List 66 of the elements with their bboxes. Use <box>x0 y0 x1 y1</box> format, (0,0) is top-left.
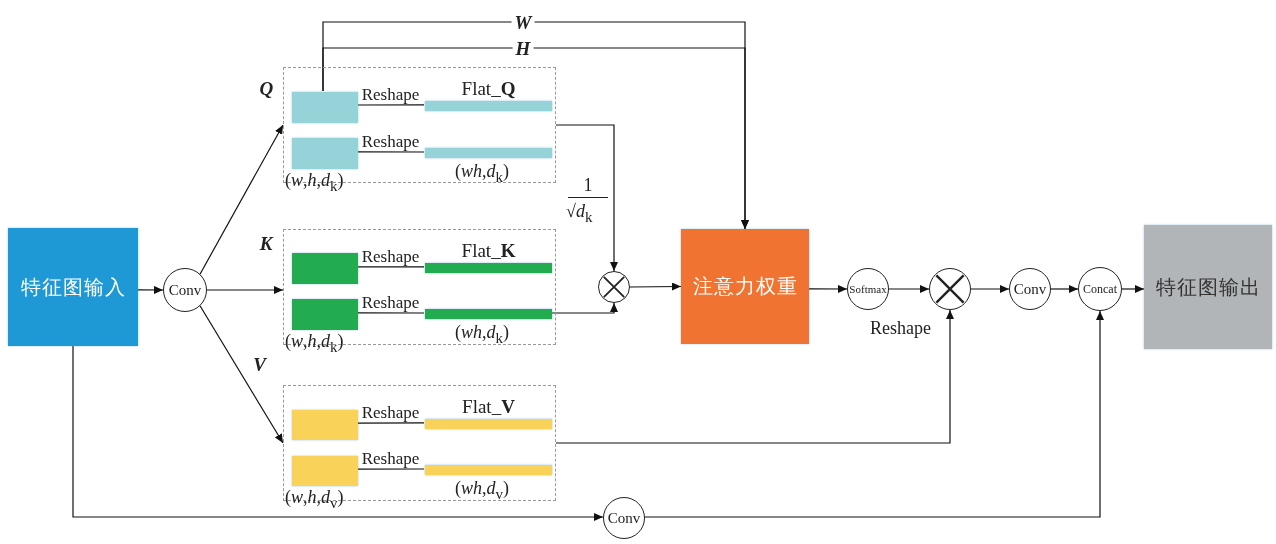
multiply-circle <box>598 271 630 303</box>
circle-label: Softmax <box>849 283 887 295</box>
circle-label: Concat <box>1083 283 1117 295</box>
feature-map-block <box>292 299 358 330</box>
arrow <box>970 285 1010 293</box>
arrow <box>550 302 618 314</box>
arrow <box>206 286 284 294</box>
scale-denominator: √d$_{k}$ <box>566 202 593 225</box>
edge-label: Reshape <box>361 293 420 311</box>
connector-line <box>356 422 425 424</box>
operation-circle <box>163 268 207 312</box>
dimension-label: (wh,d$_{k}$) <box>455 162 509 185</box>
edge-label: Reshape <box>361 449 420 467</box>
arrow <box>137 285 164 294</box>
scale-numerator: 1 <box>568 176 608 198</box>
dimension-label: (w,h,d$_{k}$) <box>285 332 344 355</box>
dimension-label: (wh,d$_{k}$) <box>455 323 509 346</box>
operation-circle <box>603 497 645 539</box>
multiply-circle <box>929 268 971 310</box>
arrow <box>1121 285 1145 293</box>
dimension-label: (w,h,d$_{v}$) <box>285 488 344 511</box>
arrow <box>644 310 1104 518</box>
operation-circle <box>847 268 889 310</box>
arrow <box>555 309 954 444</box>
arrow <box>888 285 930 293</box>
edge-label: Reshape <box>361 247 420 265</box>
flat-feature-bar <box>425 148 552 158</box>
dimension-label: (wh,d$_{v}$) <box>455 479 509 502</box>
bar-heading: Flat_V <box>461 397 516 417</box>
input-feature-box <box>8 228 138 346</box>
bar-heading: Flat_K <box>460 241 517 261</box>
connector-line <box>356 266 425 268</box>
arrow <box>555 124 618 272</box>
arrow <box>808 284 848 293</box>
arrow <box>199 124 284 275</box>
feature-map-block <box>292 92 358 123</box>
feature-map-block <box>292 456 358 486</box>
box-label: 特征图输出 <box>1155 273 1261 301</box>
attention-weight-box <box>681 229 809 344</box>
operation-label: Reshape <box>870 319 931 337</box>
dimension-label: (w,h,d$_{k}$) <box>285 171 344 194</box>
connector-line <box>356 468 425 470</box>
flat-feature-bar <box>425 465 552 475</box>
operation-circle <box>1078 267 1122 311</box>
circle-label: Conv <box>168 282 202 298</box>
feature-map-block <box>292 253 358 284</box>
arrow <box>629 282 682 291</box>
circle-label: Conv <box>1013 281 1047 297</box>
connector-line <box>356 104 425 106</box>
box-label: 注意力权重 <box>692 273 798 300</box>
edge-label: Reshape <box>361 403 420 421</box>
circle-label: Conv <box>607 510 641 526</box>
operation-circle <box>1009 268 1051 310</box>
flat-feature-bar <box>425 309 552 319</box>
connector-line <box>356 151 425 153</box>
output-feature-box <box>1144 225 1272 349</box>
box-label: 特征图输入 <box>20 273 126 301</box>
bar-heading: Flat_Q <box>460 79 517 99</box>
arrow <box>1050 285 1079 293</box>
edge-label: Reshape <box>361 132 420 150</box>
arrow <box>199 305 284 444</box>
feature-map-block <box>292 138 358 169</box>
feature-map-block <box>292 410 358 440</box>
edge-label: Reshape <box>361 85 420 103</box>
connector-line <box>356 312 425 314</box>
arrow <box>72 345 604 521</box>
